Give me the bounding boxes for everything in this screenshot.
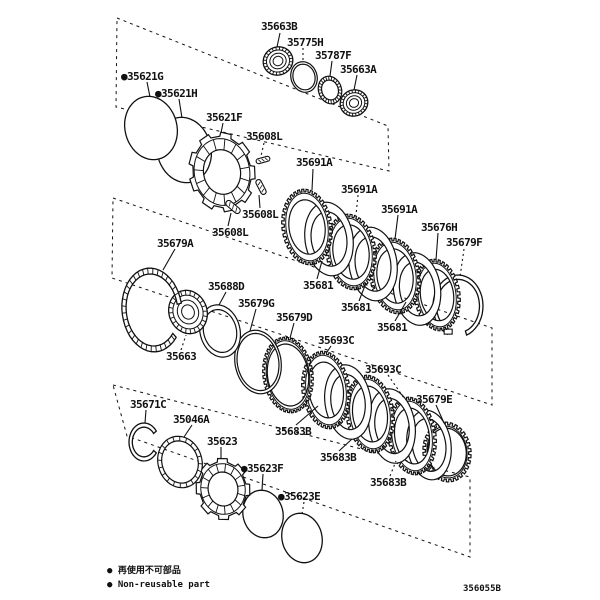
part-label-35681-3: 35681 (377, 321, 408, 334)
part-label-35663B: 35663B (261, 20, 298, 33)
part-label-35681-2: 35681 (341, 301, 372, 314)
part-label-35608L-3: 35608L (212, 226, 249, 239)
part-label-35679D: 35679D (276, 311, 313, 324)
part-label-35679A: 35679A (157, 237, 194, 250)
part-label-35787F: 35787F (315, 49, 352, 62)
part-label-35046A: 35046A (173, 413, 210, 426)
part-label-35663: 35663 (166, 350, 197, 363)
part-label-35663A: 35663A (340, 63, 377, 76)
part-label-35683B-1: 35683B (275, 425, 312, 438)
part-label-35623F: ●35623F (241, 462, 284, 475)
part-label-35688D: 35688D (208, 280, 245, 293)
part-label-35621G: ●35621G (121, 70, 164, 83)
part-label-35679F: 35679F (446, 236, 483, 249)
legend: ● 再使用不可部品 ● Non-reusable part (107, 564, 210, 592)
part-label-35691A-1: 35691A (296, 156, 333, 169)
part-label-35693C-2: 35693C (365, 363, 402, 376)
part-label-35623E: ●35623E (278, 490, 321, 503)
part-label-35608L-2: 35608L (242, 208, 279, 221)
part-label-35679E: 35679E (416, 393, 453, 406)
part-label-35671C: 35671C (130, 398, 167, 411)
part-label-35608L-1: 35608L (246, 130, 283, 143)
part-label-35691A-2: 35691A (341, 183, 378, 196)
part-label-35621H: ●35621H (155, 87, 198, 100)
part-label-35693C-1: 35693C (318, 334, 355, 347)
part-label-35691A-3: 35691A (381, 203, 418, 216)
part-label-35683B-2: 35683B (320, 451, 357, 464)
part-label-35681-1: 35681 (303, 279, 334, 292)
part-label-35676H: 35676H (421, 221, 458, 234)
part-label-35683B-3: 35683B (370, 476, 407, 489)
part-label-35679G: 35679G (238, 297, 275, 310)
figure-code: 356055B (463, 584, 501, 594)
part-label-35621F: 35621F (206, 111, 243, 124)
legend-line-jp: ● 再使用不可部品 (107, 566, 181, 576)
part-label-35623: 35623 (207, 435, 238, 448)
legend-line-en: ● Non-reusable part (107, 580, 210, 590)
part-label-35775H: 35775H (287, 36, 324, 49)
